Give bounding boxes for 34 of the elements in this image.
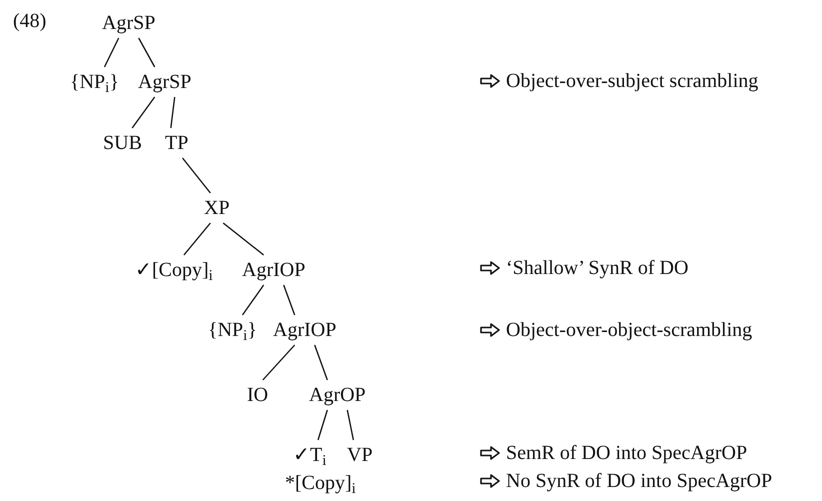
tree-branch	[242, 284, 264, 316]
tree-branch	[104, 38, 120, 68]
tree-node-label: {NP$_{i}$}	[70, 71, 119, 93]
annotation-text: Object-over-object-scrambling	[506, 320, 752, 340]
annotation-text: No SynR of DO into SpecAgrOP	[506, 471, 772, 491]
tree-branch	[182, 158, 211, 194]
tree-branch	[170, 96, 176, 128]
tree-node-label: ✓[Copy]$_{i}$	[135, 259, 213, 281]
tree-branch	[283, 284, 296, 316]
example-number: (48)	[13, 11, 46, 31]
tree-branch	[314, 344, 328, 380]
tree-node-label: TP	[165, 132, 188, 154]
tree-node-label: XP	[204, 197, 230, 219]
annotation-text: SemR of DO into SpecAgrOP	[506, 443, 748, 463]
tree-branch	[317, 410, 328, 440]
tree-node-label: SUB	[103, 132, 142, 154]
tree-node-label: AgrOP	[309, 384, 366, 406]
tree-node-label: {NP$_{i}$}	[208, 319, 257, 341]
tree-branch	[138, 38, 156, 68]
tree-node-label: AgrIOP	[242, 259, 306, 281]
tree-node-label: ✓T$_{i}$	[293, 444, 326, 466]
tree-branch	[183, 222, 211, 256]
annotation-text: Object-over-subject scrambling	[506, 71, 758, 91]
tree-node-label: VP	[347, 444, 373, 466]
tree-branch	[346, 410, 354, 440]
tree-node-label: AgrSP	[138, 71, 192, 93]
tree-node-label: IO	[247, 384, 268, 406]
tree-node-label: AgrSP	[102, 12, 156, 34]
annotation-text: ‘Shallow’ SynR of DO	[506, 258, 688, 278]
tree-node-label: *[Copy]$_{i}$	[285, 472, 356, 494]
tree-branch	[222, 222, 264, 256]
tree-branch	[132, 96, 156, 128]
tree-branch	[262, 344, 296, 380]
tree-node-label: AgrIOP	[273, 319, 336, 341]
